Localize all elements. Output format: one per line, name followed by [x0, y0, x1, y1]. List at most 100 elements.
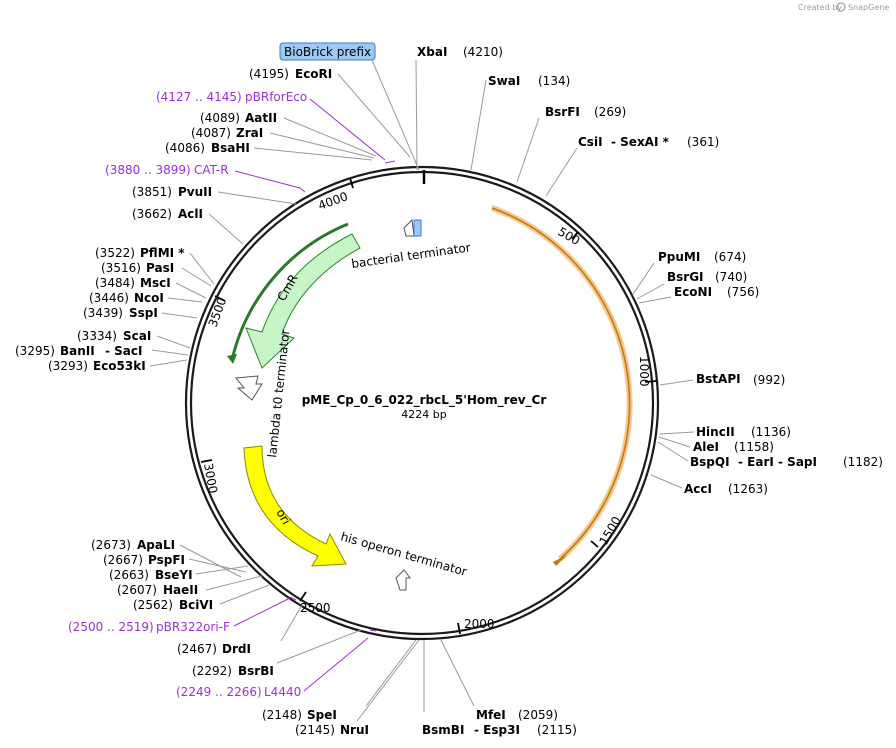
site-pos: (2148)	[262, 708, 302, 722]
orange-feature-arc	[490, 205, 633, 566]
site-BsrFI: BsrFI (269)	[545, 105, 626, 119]
backbone-inner-ring	[189, 170, 655, 636]
site-name: ApaLI	[137, 538, 175, 552]
tick-label-3000: 3000	[201, 462, 220, 495]
site-extra: - EarI - SapI	[738, 455, 817, 469]
site-Eco53kI: (3293) Eco53kI	[48, 359, 146, 373]
primer-pBR322ori-F: (2500 .. 2519) pBR322ori-F	[68, 620, 230, 634]
site-ApaLI: (2673) ApaLI	[91, 538, 175, 552]
site-pos: (3516)	[101, 261, 141, 275]
site-pos: (992)	[753, 373, 785, 387]
tick-label-4000: 4000	[316, 189, 349, 213]
site-pos: (2607)	[117, 583, 157, 597]
site-name: BstAPI	[696, 372, 741, 386]
site-XbaI: XbaI (4210)	[417, 45, 503, 59]
site-leader-lines	[149, 59, 695, 722]
site-pos: (740)	[715, 270, 747, 284]
site-name: BsaHI	[211, 141, 250, 155]
snapgene-logo-text: SnapGene	[848, 3, 889, 12]
site-EcoNI: EcoNI (756)	[674, 285, 759, 299]
site-name: ScaI	[123, 329, 151, 343]
site-pos: (3334)	[77, 329, 117, 343]
site-pos: (2292)	[192, 664, 232, 678]
site-name: BsrGI	[667, 270, 704, 284]
site-AclI: (3662) AclI	[132, 207, 203, 221]
site-AleI: AleI (1158)	[693, 440, 774, 454]
site-PflMI: (3522) PflMI *	[95, 246, 185, 260]
site-name: AleI	[693, 440, 719, 454]
tick-label-2500: 2500	[300, 601, 331, 615]
site-name: HaeII	[163, 583, 198, 597]
site-EcoRI: (4195) EcoRI	[249, 67, 332, 81]
site-pos: (4210)	[463, 45, 503, 59]
lambda-terminator-icon	[235, 375, 263, 401]
site-name: BsrBI	[238, 664, 274, 678]
site-ScaI: (3334) ScaI	[77, 329, 151, 343]
site-name: Eco53kI	[93, 359, 146, 373]
backbone-outer-ring	[184, 165, 660, 641]
created-by-text: Created by	[798, 3, 842, 12]
site-pos: (2663)	[109, 568, 149, 582]
biobrick-prefix-label: BioBrick prefix	[284, 45, 371, 59]
ori-label: ori	[273, 507, 293, 528]
site-BsrBI: (2292) BsrBI	[192, 664, 274, 678]
primer-name: L4440	[264, 685, 301, 699]
site-pos: (4089)	[200, 111, 240, 125]
site-name: AclI	[178, 207, 203, 221]
site-PvuII: (3851) PvuII	[132, 185, 212, 199]
site-pos: (674)	[714, 250, 746, 264]
site-extra: - Esp3I	[474, 723, 520, 737]
site-name: BseYI	[155, 568, 193, 582]
site-pos: (1263)	[728, 482, 768, 496]
site-PpuMI: PpuMI (674)	[658, 250, 746, 264]
site-name: BsrFI	[545, 105, 580, 119]
site-BstAPI: BstAPI (992)	[696, 372, 785, 387]
tick-marks	[200, 177, 657, 635]
site-name: PpuMI	[658, 250, 700, 264]
site-extra: - SexAI *	[611, 135, 670, 149]
site-name: PvuII	[178, 185, 212, 199]
biobrick-leader	[371, 59, 420, 171]
site-BsrGI: BsrGI (740)	[667, 270, 747, 284]
site-pos: (3522)	[95, 246, 135, 260]
site-name: DrdI	[222, 642, 251, 656]
site-name: NruI	[340, 723, 369, 737]
site-BanII: (3295) BanII - SacI	[15, 344, 142, 358]
bacterial-terminator-icon	[403, 218, 415, 237]
biobrick-prefix-box	[279, 42, 376, 61]
site-pos: (3484)	[95, 276, 135, 290]
plasmid-length: 4224 bp	[401, 408, 446, 421]
site-pos: (3446)	[89, 291, 129, 305]
primer-L4440: (2249 .. 2266) L4440	[176, 685, 301, 699]
primer-range: (2249 .. 2266)	[176, 685, 262, 699]
bacterial-terminator-label: bacterial terminator	[350, 240, 471, 271]
site-pos: (1136)	[751, 425, 791, 439]
site-pos: (1182)	[843, 455, 883, 469]
site-pos: (756)	[727, 285, 759, 299]
site-BsmBI: BsmBI - Esp3I (2115)	[422, 723, 577, 737]
primer-name: pBR322ori-F	[156, 620, 230, 634]
site-SspI: (3439) SspI	[83, 306, 158, 320]
site-name: XbaI	[417, 45, 447, 59]
primer-CAT-R: (3880 .. 3899) CAT-R	[105, 163, 229, 177]
site-pos: (269)	[594, 105, 626, 119]
site-pos: (2145)	[295, 723, 335, 737]
site-SwaI: SwaI (134)	[488, 74, 570, 88]
site-name: PspFI	[148, 553, 185, 567]
site-name: BsmBI	[422, 723, 464, 737]
site-BspQI: BspQI - EarI - SapI (1182)	[690, 455, 883, 469]
site-pos: (2673)	[91, 538, 131, 552]
primer-range: (2500 .. 2519)	[68, 620, 154, 634]
site-AccI: AccI (1263)	[684, 482, 768, 496]
site-pos: (4087)	[191, 126, 231, 140]
site-name: EcoNI	[674, 285, 712, 299]
tick-label-1000: 1000	[637, 356, 651, 387]
site-name: HincII	[696, 425, 735, 439]
plasmid-name: pME_Cp_0_6_022_rbcL_5'Hom_rev_Cr	[302, 393, 547, 408]
primer-name: pBRforEco	[245, 90, 307, 104]
site-PasI: (3516) PasI	[101, 261, 174, 275]
site-name: ZraI	[236, 126, 263, 140]
site-pos: (2059)	[518, 708, 558, 722]
site-name: SwaI	[488, 74, 520, 88]
his-terminator-icon	[395, 569, 411, 591]
